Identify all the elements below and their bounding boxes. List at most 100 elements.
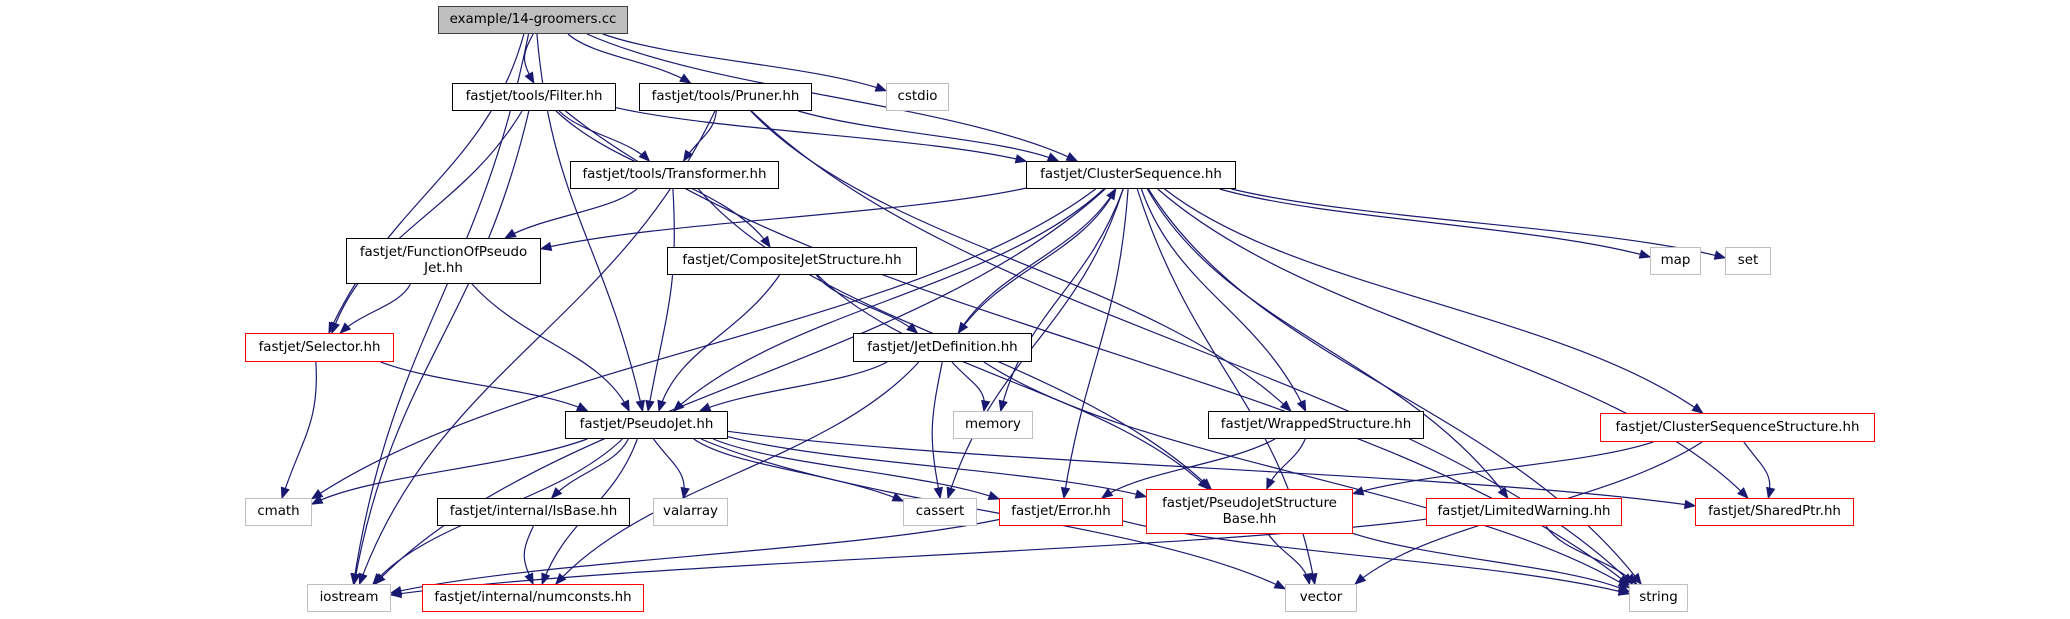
edge-filter-to-iostream [353,110,530,585]
edge-clusterseq-to-csstructure [1164,188,1704,414]
arrowhead-icon [1351,486,1365,496]
arrowhead-icon [550,487,563,499]
edge-clusterseq-to-functionof [540,187,1027,250]
arrowhead-icon [680,486,690,500]
node-pruner-hh[interactable]: fastjet/tools/Pruner.hh [639,83,812,111]
node-jetdefinition-hh[interactable]: fastjet/JetDefinition.hh [853,333,1032,362]
edge-composite-to-pseudojet [658,274,781,412]
arrowhead-icon [1065,152,1079,162]
edge-functionof-to-pseudojet [471,283,630,412]
edge-pseudojet-to-cmath [311,438,588,505]
arrowhead-icon [524,71,535,85]
arrowhead-icon [874,82,888,92]
edge-jetdef-to-cassert [931,361,943,499]
arrowhead-icon [1046,152,1060,162]
arrowhead-icon [981,399,991,413]
node-cassert: cassert [903,498,977,526]
arrowhead-icon [310,495,324,505]
node-wrappedstructure-hh[interactable]: fastjet/WrappedStructure.hh [1208,411,1424,439]
arrowhead-icon [389,588,403,599]
edge-jetdef-to-numconsts [555,361,920,585]
node-clustersequencestructure-hh[interactable]: fastjet/ClusterSequenceStructure.hh [1600,413,1875,442]
arrowhead-icon [679,73,692,84]
edge-transformer-to-functionof [504,188,638,239]
arrowhead-icon [682,149,694,163]
edge-filter-to-selector [331,110,523,334]
arrowhead-icon [891,492,905,502]
arrowhead-icon [524,572,534,586]
node-memory: memory [953,411,1033,439]
arrowhead-icon [1266,477,1276,491]
edge-composite-to-jetdef [815,274,918,334]
arrowhead-icon [657,399,667,413]
node-vector: vector [1285,584,1357,612]
edge-root-to-selector [328,33,525,334]
edge-clusterseq-to-wrapped [1140,188,1307,412]
arrowhead-icon [1273,579,1287,590]
arrowhead-icon [1497,486,1509,500]
arrowhead-icon [1691,403,1704,414]
arrowhead-icon [1060,486,1071,500]
node-map: map [1650,247,1701,275]
edge-pruner-to-clusterseq [798,110,1059,162]
node-root-file: example/14-groomers.cc [438,6,628,34]
node-functionofpseudojet-hh[interactable]: fastjet/FunctionOfPseudo Jet.hh [346,238,541,284]
edge-root-to-pruner [567,33,691,84]
edge-pseudojet-to-valarray [653,438,685,499]
node-pseudojet-hh[interactable]: fastjet/PseudoJet.hh [565,411,728,439]
node-filter-hh[interactable]: fastjet/tools/Filter.hh [452,83,616,111]
edge-selector-to-cmath [281,361,317,499]
node-cmath: cmath [245,498,312,526]
edge-transformer-to-pseudojet [647,188,675,412]
arrowhead-icon [330,321,340,335]
edge-jetdef-to-memory [951,361,986,412]
edge-root-to-clusterseq [586,33,1078,162]
arrowhead-icon [1638,249,1652,259]
edge-filter-to-transformer [558,110,650,162]
edge-clusterseq-to-cmath [311,188,1096,500]
arrowhead-icon [1100,488,1114,499]
edge-csstructure-to-sharedptr [1743,441,1771,499]
edge-pjsbase-to-vector [1267,533,1311,585]
edge-selector-to-pseudojet [380,361,588,412]
arrowhead-icon [1279,400,1292,412]
edge-clusterseq-to-limitedwarning [1146,188,1509,499]
edge-composite-to-pjsbase [817,274,1209,490]
node-pseudojetstructurebase-hh[interactable]: fastjet/PseudoJetStructure Base.hh [1146,489,1353,534]
arrowhead-icon [339,322,352,334]
node-numconsts-hh[interactable]: fastjet/internal/numconsts.hh [422,584,644,612]
node-sharedptr-hh[interactable]: fastjet/SharedPtr.hh [1695,498,1854,526]
edge-clusterseq-to-error [1063,188,1129,499]
edge-jetdef-to-pseudojet [699,361,888,412]
node-isbase-hh[interactable]: fastjet/internal/IsBase.hh [437,498,630,526]
arrowhead-icon [1014,154,1028,164]
arrowhead-icon [1106,187,1117,201]
node-limitedwarning-hh[interactable]: fastjet/LimitedWarning.hh [1426,498,1622,526]
arrowhead-icon [575,402,589,412]
node-string: string [1629,584,1688,612]
edge-clusterseq-to-map [1219,188,1651,258]
arrowhead-icon [554,573,567,585]
edge-filter-to-clusterseq [615,107,1027,162]
edge-limitedwarning-to-string [1545,525,1638,585]
edge-clusterseq-to-sharedptr [1157,188,1749,499]
node-selector-hh[interactable]: fastjet/Selector.hh [245,333,394,362]
arrowhead-icon [620,399,630,413]
edge-pseudojet-to-error [712,438,1000,500]
edge-clusterseq-to-memory [1000,188,1124,412]
node-transformer-hh[interactable]: fastjet/tools/Transformer.hh [570,161,779,189]
node-clustersequence-hh[interactable]: fastjet/ClusterSequence.hh [1026,161,1236,189]
node-error-hh[interactable]: fastjet/Error.hh [999,498,1123,526]
arrowhead-icon [1354,573,1367,585]
arrowhead-icon [1625,573,1638,585]
edge-wrapped-to-error [1101,438,1276,499]
edge-csstructure-to-pjsbase [1352,441,1654,495]
arrowhead-icon [698,402,712,412]
arrowhead-icon [372,572,384,586]
edge-pseudojet-to-pjsbase [727,436,1147,498]
node-cstdio: cstdio [886,83,949,111]
edge-clusterseq-to-cassert [947,188,1124,499]
node-compositejetstructure-hh[interactable]: fastjet/CompositeJetStructure.hh [667,247,917,275]
arrowhead-icon [1713,250,1727,260]
